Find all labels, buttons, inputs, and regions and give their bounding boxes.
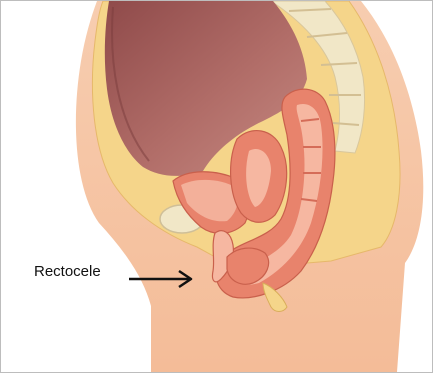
rectocele-label: Rectocele [34, 263, 101, 280]
